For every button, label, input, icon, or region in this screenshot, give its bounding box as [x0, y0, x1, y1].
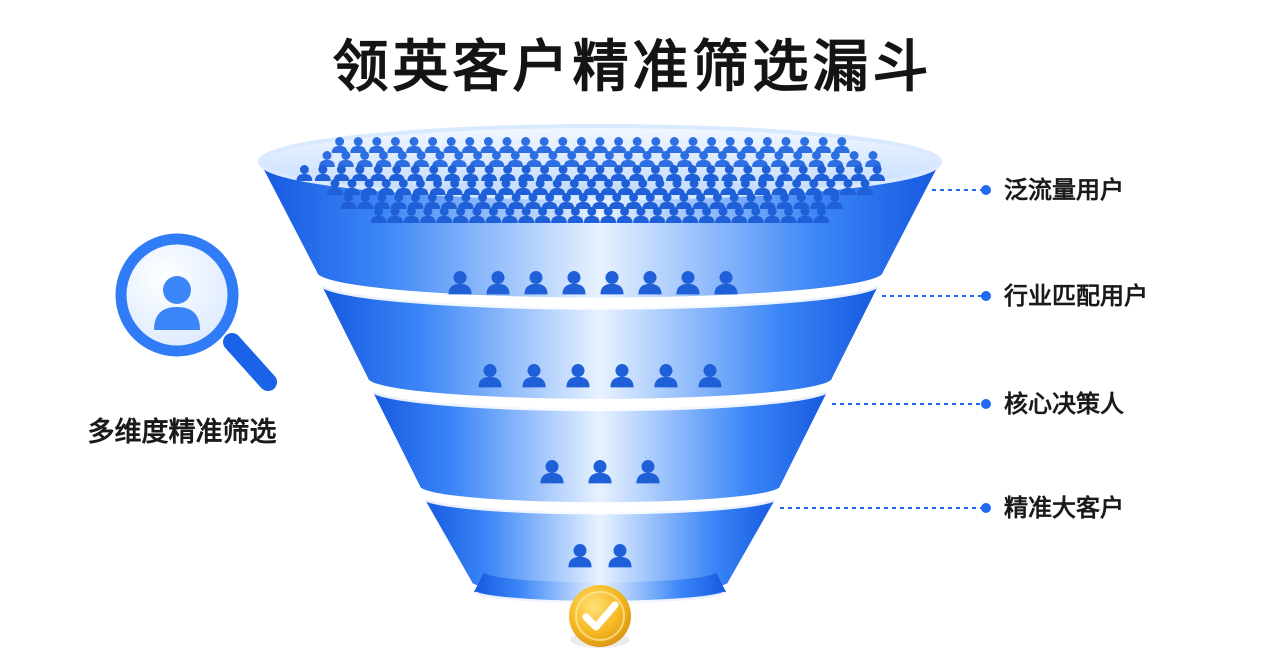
stage-label-broad-traffic: 泛流量用户 [1004, 176, 1124, 204]
funnel-band-rim-2 [368, 387, 832, 412]
leader-dot [981, 291, 991, 301]
leader-dot [981, 503, 991, 513]
stage-label-industry-match: 行业匹配用户 [1004, 282, 1148, 310]
magnifier-person-icon [115, 233, 277, 391]
leader-dot [981, 399, 991, 409]
stage-label-precise-key-account: 精准大客户 [1004, 494, 1124, 522]
stage-label-key-decision-maker: 核心决策人 [1004, 390, 1124, 418]
funnel-band-3 [423, 496, 777, 594]
funnel-band-2 [371, 388, 829, 503]
leader-dot [981, 185, 991, 195]
funnel-band-1 [320, 282, 880, 399]
funnel-band-rim-3 [420, 495, 780, 515]
side-caption: 多维度精准筛选 [87, 417, 277, 448]
checkmark-badge-icon [569, 585, 631, 648]
funnel-band-rim-1 [317, 281, 883, 310]
page-title: 领英客户精准筛选漏斗 [332, 35, 933, 100]
